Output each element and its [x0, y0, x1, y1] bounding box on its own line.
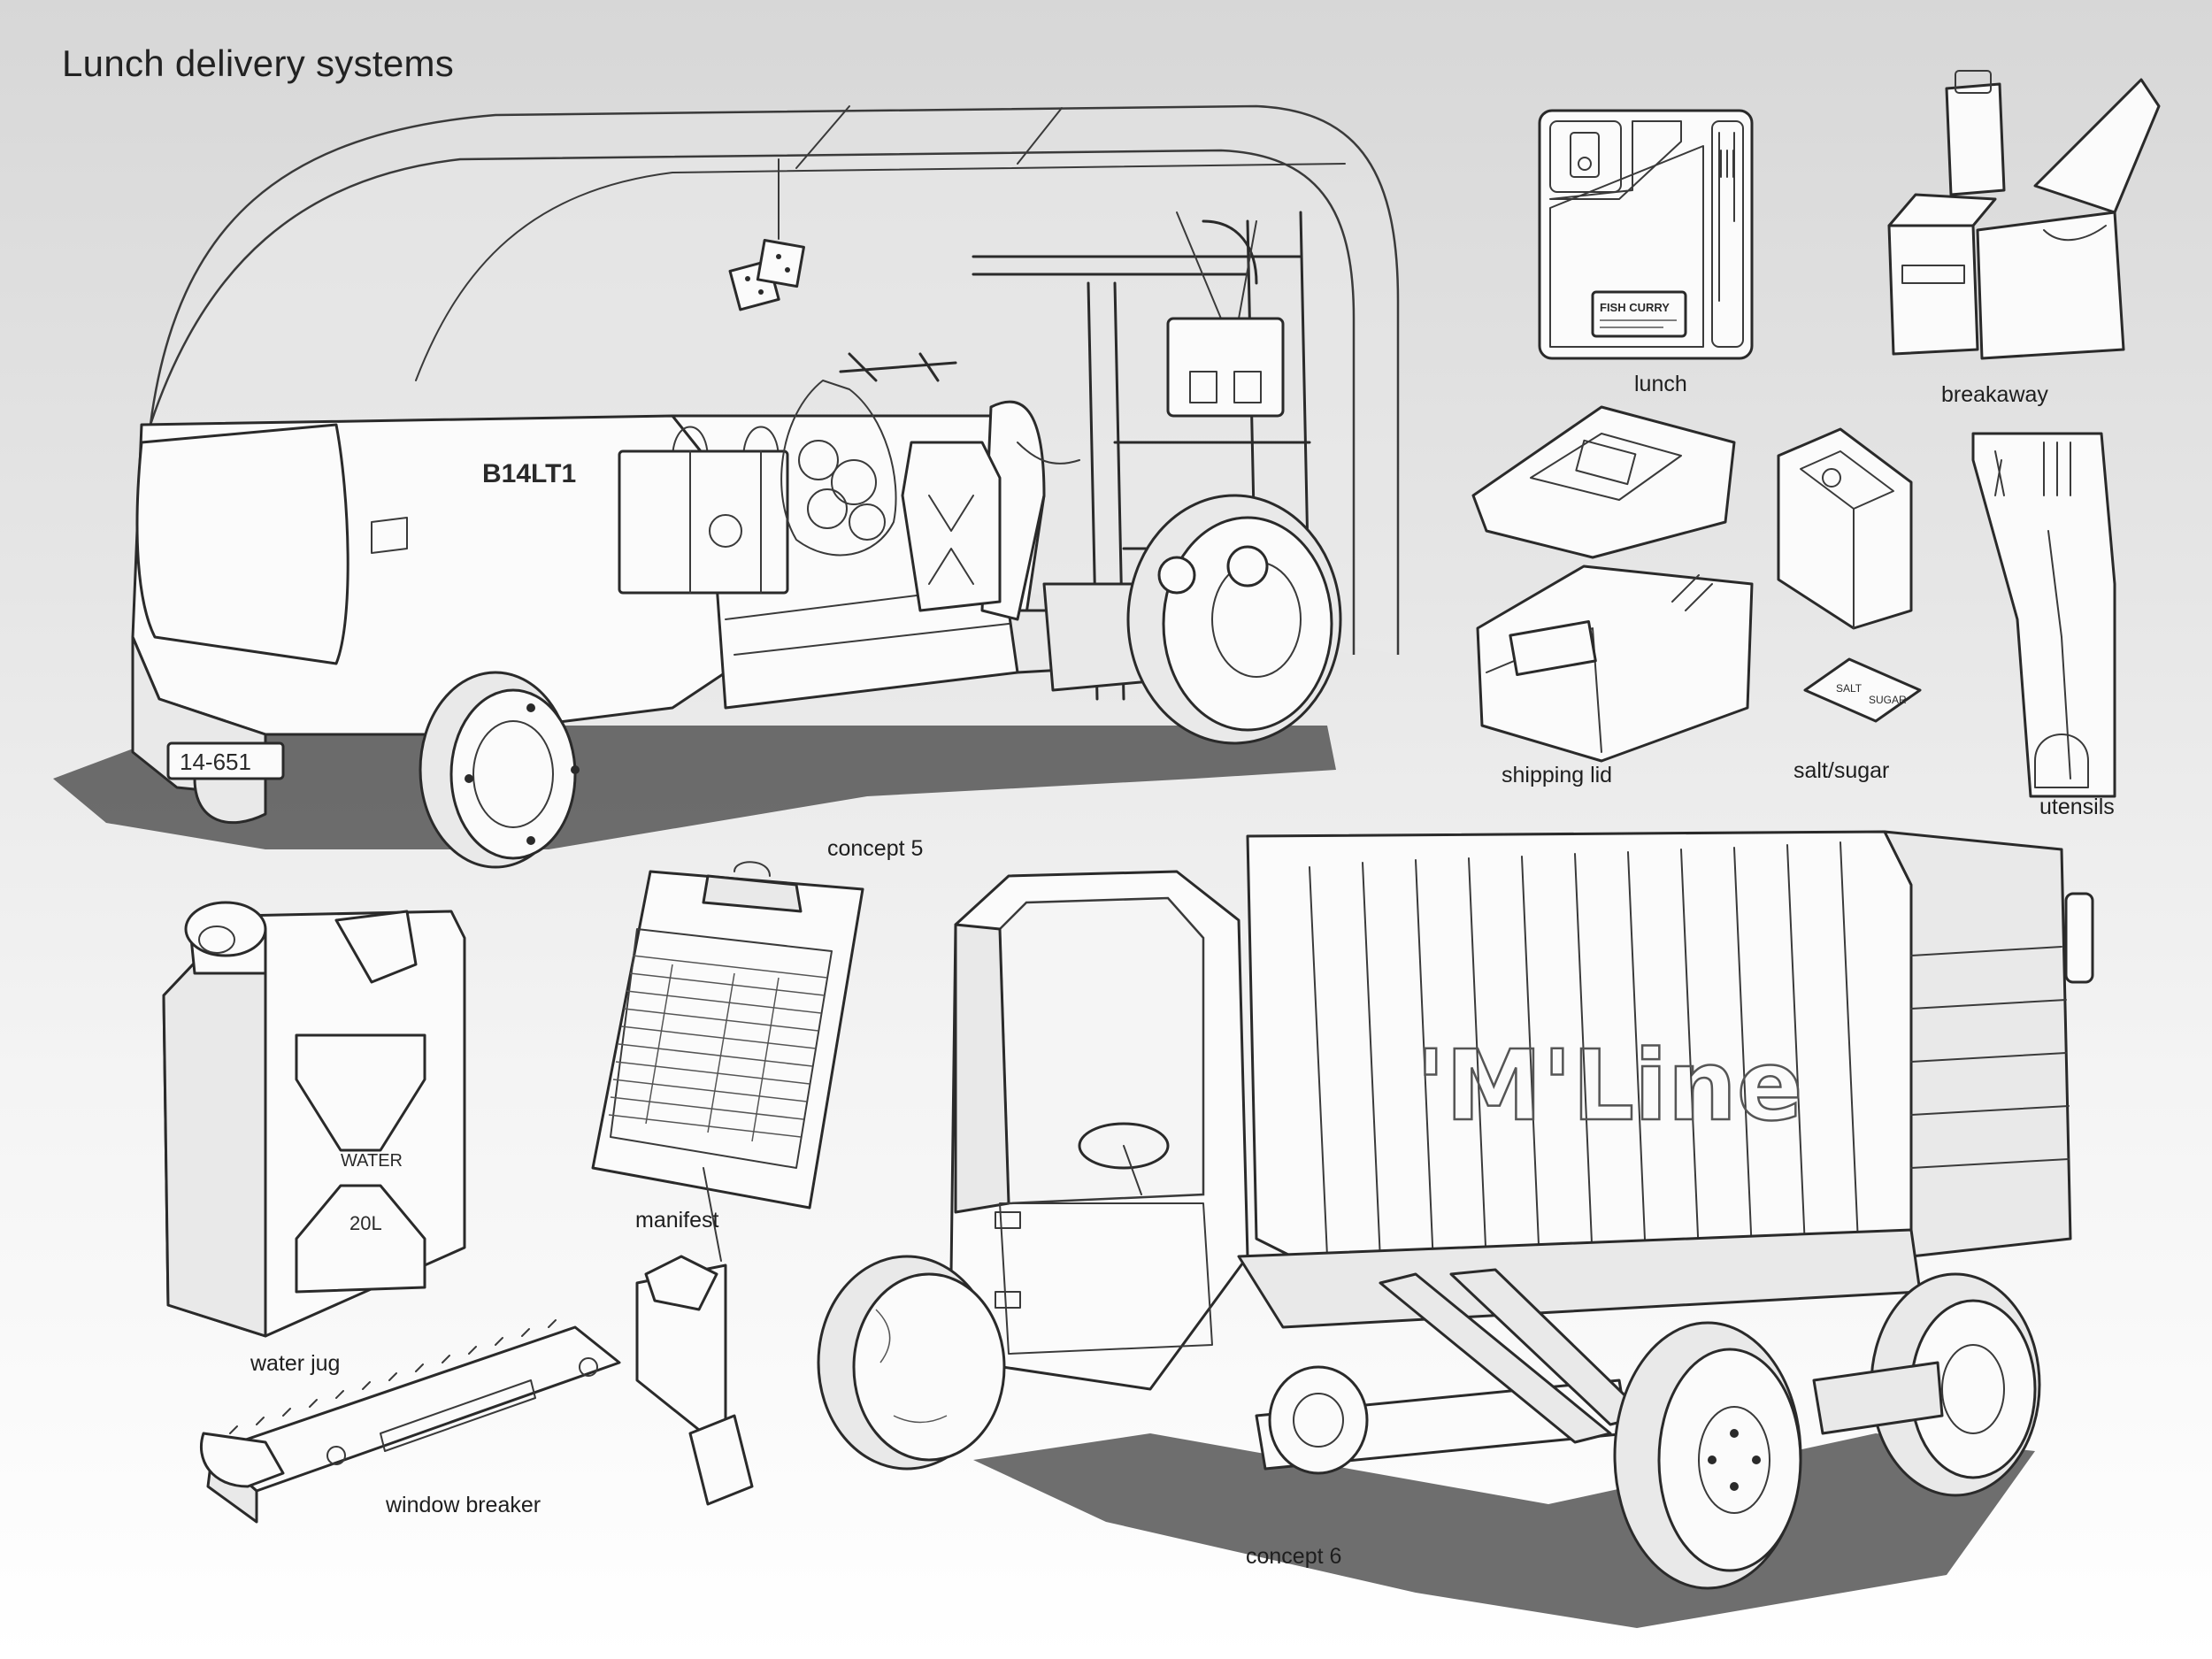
page-title: Lunch delivery systems — [62, 42, 455, 84]
caption-concept-5: concept 5 — [827, 836, 924, 861]
concept6-cargo-logo: 'M'Line — [1416, 1029, 1803, 1142]
window-breaker — [199, 1167, 754, 1524]
salt-label: SALT — [1836, 682, 1863, 695]
jug-water-label: WATER — [341, 1151, 403, 1171]
jug-volume-label: 20L — [349, 1212, 382, 1234]
shipping-lid-box — [1471, 405, 1754, 763]
caption-lunch: lunch — [1634, 372, 1687, 396]
salt-sugar-packets: SALT SUGAR — [1777, 427, 1922, 723]
concept5-side-badge: B14LT1 — [482, 459, 576, 488]
concept5-front-wheel — [1126, 494, 1342, 745]
concept-6-vehicle: 'M'Line — [817, 830, 2094, 1628]
concept5-produce-net — [780, 380, 897, 557]
lunch-box-label: FISH CURRY — [1600, 301, 1670, 314]
utensils-spork — [1971, 432, 2116, 798]
concept5-plate-text: 14-651 — [180, 749, 251, 775]
caption-shipping-lid: shipping lid — [1502, 763, 1613, 787]
water-jug: WATER 20L — [162, 901, 466, 1338]
concept6-front-wheel — [817, 1255, 1006, 1471]
concept6-rear-wheel-right — [1870, 1272, 2041, 1497]
concept5-rear-wheel — [419, 671, 580, 869]
sugar-label: SUGAR — [1869, 694, 1907, 706]
concept5-fuzzy-dice-icon — [728, 158, 805, 311]
caption-concept-6: concept 6 — [1246, 1544, 1342, 1569]
concept6-rear-wheel-left — [1613, 1321, 1802, 1590]
concept5-hanging-bag — [618, 426, 789, 595]
caption-manifest: manifest — [635, 1208, 719, 1233]
concept5-frame-pouch — [1166, 211, 1285, 418]
caption-breakaway: breakaway — [1941, 382, 2048, 407]
caption-salt-sugar: salt/sugar — [1793, 758, 1890, 783]
manifest-clipboard — [591, 861, 864, 1210]
caption-window-breaker: window breaker — [386, 1493, 541, 1517]
caption-water-jug: water jug — [250, 1351, 341, 1376]
breakaway-containers — [1887, 70, 2161, 360]
concept-5-vehicle: 14-651 B14LT1 — [53, 104, 1400, 869]
lunch-tray: FISH CURRY — [1538, 109, 1754, 360]
caption-utensils: utensils — [2039, 795, 2115, 819]
